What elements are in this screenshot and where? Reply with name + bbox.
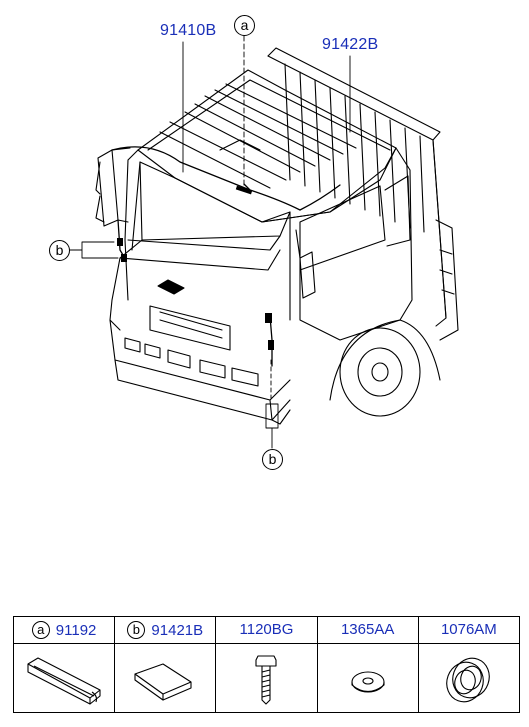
front-fascia (109, 279, 291, 425)
callout-b-bottom: b (262, 449, 283, 470)
side-mirrors (95, 147, 316, 299)
wiring-harness (111, 146, 341, 367)
part-header-1120bg: 1120BG (215, 616, 318, 644)
truck-cab-illustration (69, 35, 459, 449)
part-image-cell (114, 643, 217, 713)
part-header-91421b: b 91421B (114, 616, 217, 644)
table-callout-b: b (127, 620, 146, 639)
front-wheel (329, 319, 441, 417)
callout-b-left: b (49, 240, 70, 261)
wiring-protector-icon (27, 657, 101, 705)
part-header-1365aa: 1365AA (316, 616, 419, 644)
part-number: 91192 (55, 621, 97, 639)
table-callout-a: a (31, 620, 50, 639)
part-image-cell (417, 643, 521, 713)
truck-cab-wiring-diagram: 91410B 91422B a b b (49, 15, 459, 470)
part-header-1076am: 1076AM (417, 616, 521, 644)
part-number: 1365AA (340, 621, 395, 638)
part-number: 1120BG (239, 621, 294, 638)
bolt-icon (255, 655, 277, 705)
part-image-cell (316, 643, 419, 713)
parts-table-header-row: a 91192 b 91421B 1120BG 1365AA 1076AM (12, 616, 521, 644)
leader-lines (69, 35, 351, 449)
part-label-91410b: 91410B (160, 22, 217, 39)
callout-a: a (234, 15, 255, 36)
cab-body (109, 147, 413, 341)
connectors (117, 185, 274, 350)
part-label-91422b: 91422B (322, 36, 379, 53)
parts-table: a 91192 b 91421B 1120BG 1365AA 1076AM (12, 616, 521, 713)
part-number: 1076AM (440, 621, 497, 638)
part-header-91192: a 91192 (12, 616, 116, 644)
pad-icon (134, 663, 192, 701)
cab-roof (137, 69, 397, 223)
part-image-cell (12, 643, 116, 713)
grommet-icon (445, 657, 490, 703)
parts-table-image-row (12, 643, 521, 713)
part-number: 91421B (151, 621, 204, 639)
part-image-cell (215, 643, 318, 713)
washer-icon (351, 671, 385, 693)
cargo-rack (267, 47, 459, 341)
